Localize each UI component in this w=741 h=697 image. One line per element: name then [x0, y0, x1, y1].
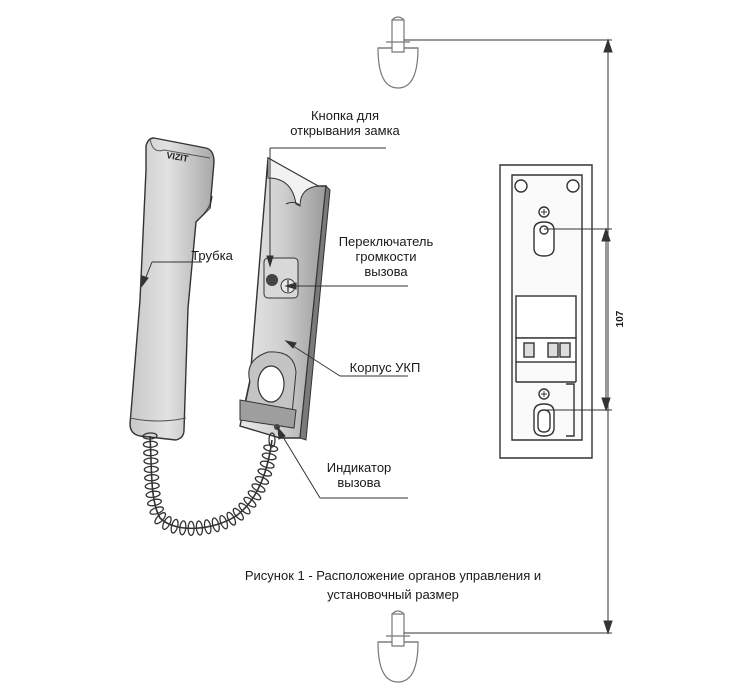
figure-caption-line1: Рисунок 1 - Расположение органов управле… — [244, 568, 542, 583]
dimension-value: 107 — [615, 310, 626, 328]
cord-coil — [211, 517, 220, 533]
unlock-button-label: Кнопка для открывания замка — [290, 108, 400, 138]
cord-coil — [247, 490, 262, 501]
cord-coil — [170, 518, 179, 534]
cord-coil — [145, 490, 161, 499]
cord-coil — [259, 460, 275, 469]
volume-switch-label-line2: громкости — [355, 249, 417, 264]
figure-caption-line2: установочный размер — [327, 587, 459, 602]
cord-coil — [187, 520, 195, 537]
cord-coil — [219, 514, 229, 530]
handset: VIZIT — [129, 137, 215, 441]
cord-coil — [144, 474, 160, 482]
cord-coil — [143, 449, 159, 457]
leader-lines — [141, 147, 408, 499]
cord-coil — [142, 440, 159, 448]
cord-coil — [143, 457, 159, 465]
cord-coil — [232, 507, 244, 521]
cord-coil — [144, 482, 160, 490]
cord-coil — [251, 483, 266, 493]
body-label-text: Корпус УКП — [349, 360, 421, 375]
top-dowel — [377, 16, 419, 89]
call-indicator-label-line2: вызова — [337, 475, 381, 490]
figure-caption: Рисунок 1 - Расположение органов управле… — [198, 566, 588, 604]
cord-coil — [261, 452, 277, 461]
volume-switch-label: Переключатель громкости вызова — [334, 234, 438, 279]
cord-coil — [179, 520, 187, 536]
cord-coil — [146, 498, 163, 507]
cord-coil — [257, 468, 273, 477]
unlock-button-label-line2: открывания замка — [290, 123, 400, 138]
bottom-dowel — [377, 610, 419, 683]
cord-coil — [143, 465, 159, 474]
cord-coil — [226, 511, 237, 526]
cord-coil — [263, 444, 279, 453]
mounting-dimension-line — [544, 227, 612, 412]
mounting-base — [499, 164, 593, 459]
handset-label: Трубка — [182, 248, 242, 263]
cord-coil — [149, 506, 165, 515]
volume-switch-label-line1: Переключатель — [338, 234, 434, 249]
cord-coil — [154, 512, 167, 525]
cord-coil — [268, 432, 276, 448]
cord-coil — [195, 520, 204, 536]
volume-switch-label-line3: вызова — [364, 264, 408, 279]
coiled-cord — [149, 435, 273, 530]
unlock-button-label-line1: Кнопка для — [310, 108, 380, 123]
cord-coil — [243, 496, 257, 508]
call-indicator-label-line1: Индикатор — [326, 460, 392, 475]
call-indicator-label: Индикатор вызова — [314, 460, 404, 490]
brand-logo-text: VIZIT — [166, 150, 190, 164]
cord-coil — [254, 475, 270, 485]
overall-dimension-line — [404, 38, 613, 635]
cord-coil — [238, 502, 251, 515]
cord-coil — [162, 515, 172, 531]
intercom-body — [239, 156, 331, 441]
body-label: Корпус УКП — [340, 360, 430, 375]
cord-coil — [203, 519, 212, 535]
handset-label-text: Трубка — [191, 248, 233, 263]
cord-coil — [142, 432, 158, 440]
cord-coils — [142, 432, 279, 537]
